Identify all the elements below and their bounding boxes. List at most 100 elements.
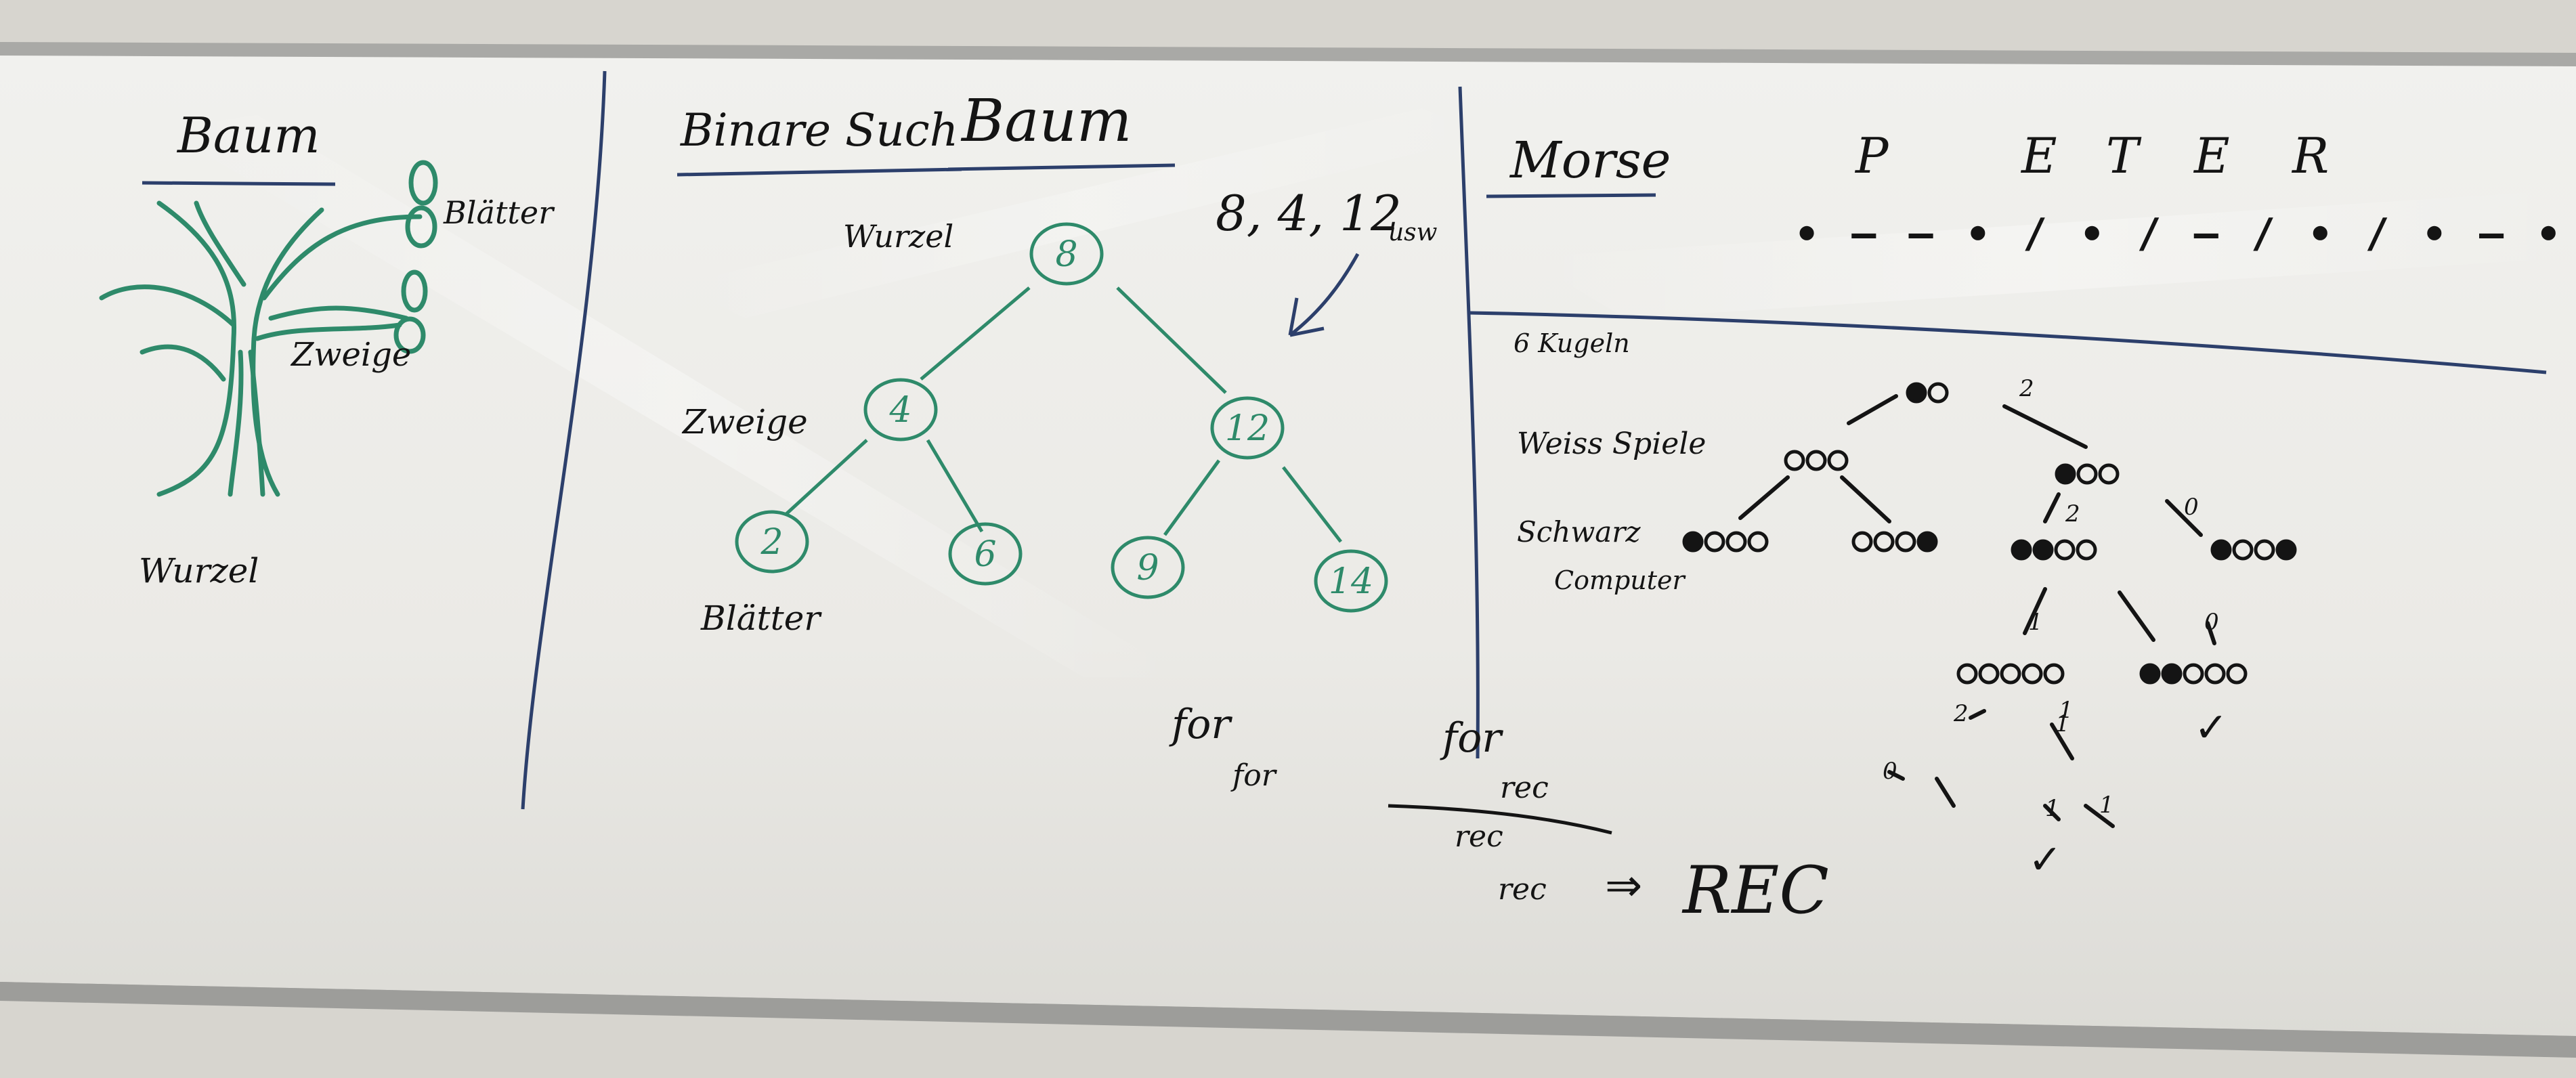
ball-group (1851, 531, 1938, 553)
checkmark-group: ✓✓ (2028, 704, 2228, 884)
white-ball-icon (1873, 531, 1895, 553)
left-label-branches: Zweige (290, 336, 411, 374)
edge-label: 2 (1953, 700, 1969, 727)
divider-line (1458, 86, 1480, 759)
rec-label-3: rec (1498, 872, 1547, 907)
morse-code: ∙ – – ∙ / ∙ / – / ∙ / ∙ – ∙ (1795, 210, 2564, 257)
divider-line (1469, 311, 2547, 374)
implies-arrow: ⇒ (1605, 859, 1642, 911)
white-ball-icon (1725, 531, 1747, 553)
white-ball-icon (1784, 450, 1805, 471)
left-title-underline (142, 181, 336, 186)
edge-label: 1 (2059, 697, 2074, 724)
edge-label: 0 (2204, 609, 2219, 636)
edge-label: 0 (1883, 758, 1897, 785)
middle-label-leaves: Blätter (700, 599, 822, 638)
rec-label-1: rec (1500, 771, 1549, 805)
game-tree-edges (1738, 394, 2216, 828)
tree-drawing (99, 160, 438, 497)
white-ball-icon (2183, 663, 2204, 685)
checkmark-icon: ✓ (2028, 836, 2062, 884)
white-ball-icon (2204, 663, 2226, 685)
ball-group (1906, 382, 1949, 404)
glare-reflection (1524, 190, 2576, 318)
middle-title-underline (677, 167, 962, 177)
game-tree-nodes (1682, 382, 2297, 685)
middle-label-branches: Zweige (681, 402, 808, 441)
white-ball-icon (2021, 663, 2043, 685)
right-title: Morse (1509, 131, 1671, 190)
white-ball-icon (1805, 450, 1827, 471)
legend-computer: Computer (1554, 565, 1687, 595)
bst-node: 6 (948, 522, 1023, 586)
marker-tray (0, 982, 2576, 1058)
bst-node-label: 6 (974, 534, 996, 575)
middle-title-underline (947, 163, 1176, 171)
legend-black: Schwarz (1517, 515, 1641, 548)
white-ball-icon (2076, 539, 2097, 561)
white-ball-icon (1895, 531, 1916, 553)
morse-letter: P (1854, 127, 1889, 184)
middle-title-part2: Baum (960, 87, 1132, 155)
black-ball-icon (2139, 663, 2161, 685)
ball-group (1784, 450, 1849, 471)
white-ball-icon (1956, 663, 1978, 685)
bst-node: 8 (1029, 222, 1104, 286)
bst-node: 2 (735, 510, 809, 574)
edge-label: 1 (2055, 710, 2070, 737)
bst-node: 12 (1210, 396, 1285, 460)
edge-label: 2 (2019, 375, 2034, 402)
bst-node: 14 (1314, 549, 1388, 613)
middle-title-part1: Binare Such (680, 104, 958, 156)
black-ball-icon (1682, 531, 1704, 553)
glare-reflection (163, 115, 1185, 677)
morse-letter: R (2291, 127, 2329, 184)
edge-label: 1 (2045, 795, 2060, 822)
white-ball-icon (2254, 539, 2275, 561)
edge-label: 1 (2099, 792, 2114, 819)
white-ball-icon (2054, 539, 2076, 561)
fraction-line (1388, 804, 1612, 835)
black-ball-icon (1906, 382, 1927, 404)
bst-node-label: 14 (1329, 561, 1373, 602)
bst-node-label: 12 (1225, 408, 1270, 449)
board-surface (0, 56, 2576, 1036)
white-ball-icon (2043, 663, 2065, 685)
white-ball-icon (2098, 463, 2120, 485)
bst-node-label: 2 (760, 522, 783, 563)
for-inner: for (1230, 758, 1278, 793)
black-ball-icon (2032, 539, 2054, 561)
bst-node-label: 8 (1055, 234, 1077, 275)
left-label-root: Wurzel (139, 551, 259, 590)
edge-label: 1 (2028, 609, 2043, 636)
ball-group (1956, 663, 2065, 685)
for-outer: for (1169, 701, 1232, 748)
white-ball-icon (2000, 663, 2021, 685)
ball-group (2139, 663, 2248, 685)
morse-letter: E (2193, 127, 2230, 184)
white-ball-icon (1747, 531, 1769, 553)
edge-label: 2 (2065, 500, 2080, 527)
sequence-arrow-head (1288, 297, 1325, 337)
ball-group (2011, 539, 2097, 561)
black-ball-icon (1916, 531, 1938, 553)
bst-node: 9 (1111, 536, 1185, 599)
white-ball-icon (2232, 539, 2254, 561)
checkmark-icon: ✓ (2194, 704, 2228, 752)
white-ball-icon (1851, 531, 1873, 553)
white-ball-icon (1978, 663, 2000, 685)
black-ball-icon (2011, 539, 2032, 561)
morse-letter: E (2020, 127, 2057, 184)
result-rec: REC (1681, 853, 1829, 928)
glare-reflection (677, 108, 1490, 318)
left-label-leaves: Blätter (443, 194, 555, 231)
white-ball-icon (2226, 663, 2248, 685)
sequence-arrow (1289, 253, 1360, 337)
edge-label: 0 (2184, 494, 2199, 521)
morse-letter: T (2106, 127, 2142, 184)
